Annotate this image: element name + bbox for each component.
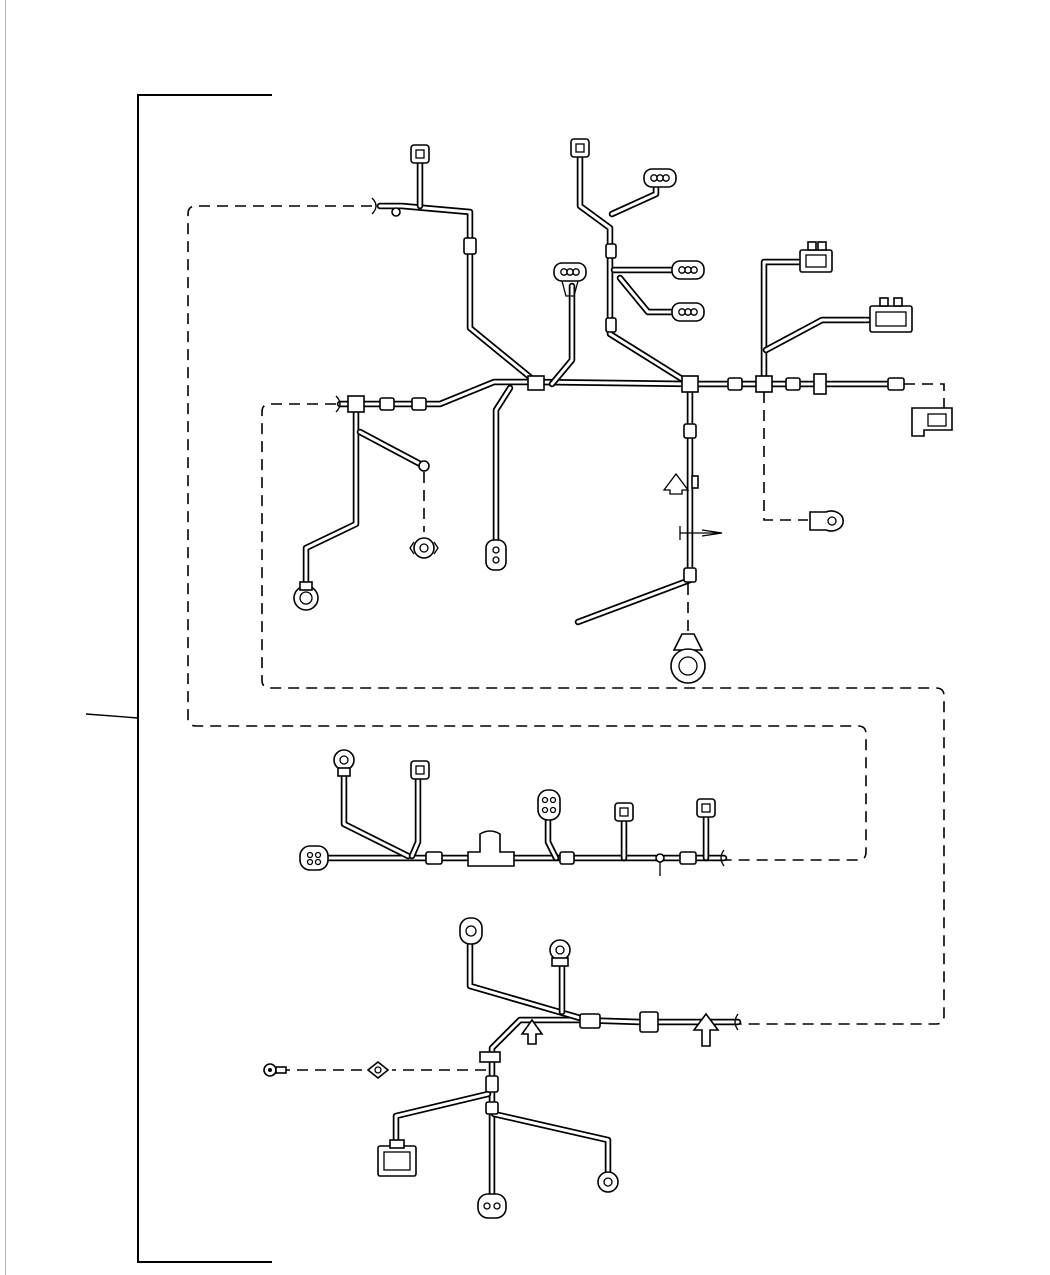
lower-harness (263, 917, 742, 1219)
cable-route-loops (187, 205, 945, 1025)
page-edge-line (5, 0, 6, 1275)
bracket (137, 94, 272, 1263)
middle-harness (299, 749, 728, 876)
callout-leader (85, 713, 139, 719)
upper-harness (293, 138, 953, 684)
